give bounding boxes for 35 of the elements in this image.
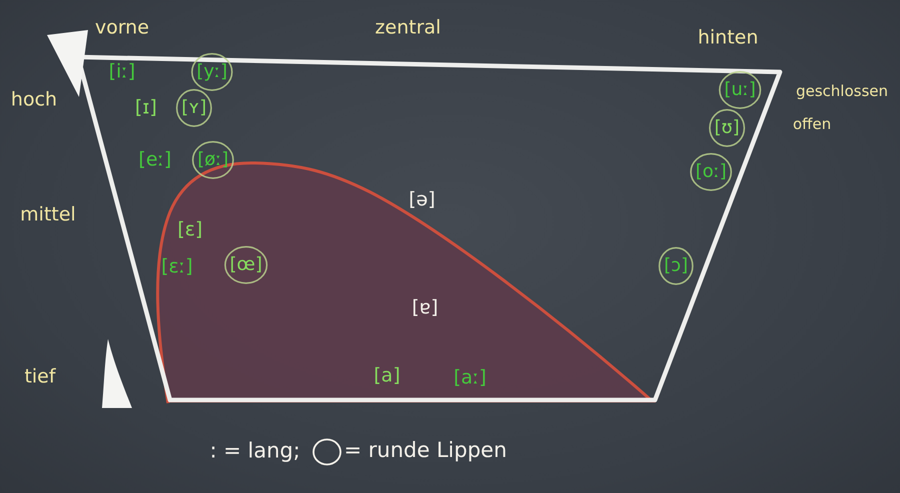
- vowel-symbol: [aː]: [454, 368, 486, 388]
- axis-label: zentral: [375, 18, 441, 38]
- legend-text: : = lang;: [210, 439, 300, 463]
- axis-label: vorne: [94, 18, 150, 38]
- vowel-symbol: [ʏ]: [181, 98, 207, 118]
- vowel-symbol: [oː]: [695, 162, 727, 182]
- rounded-vowel-circle: [192, 53, 232, 91]
- axis-label: hoch: [10, 90, 58, 110]
- axis-label: offen: [792, 116, 832, 132]
- vowel-symbol: [ɪ]: [135, 98, 157, 118]
- rounded-vowel-circle: [176, 89, 212, 127]
- vowel-symbol: [øː]: [197, 150, 229, 170]
- rounded-vowel-circle: [659, 247, 693, 285]
- rounded-vowel-circle: [709, 109, 745, 147]
- vowel-symbol: [ʊ]: [714, 118, 740, 138]
- vowel-symbol: [ɛ]: [177, 220, 203, 240]
- vowel-symbol: [iː]: [108, 62, 136, 82]
- axis-label: mittel: [20, 204, 76, 226]
- legend-text: = runde Lippen: [344, 439, 507, 462]
- rounded-vowel-circle: [690, 153, 732, 191]
- axis-label: geschlossen: [796, 82, 888, 100]
- vowel-symbol: [ɛː]: [161, 256, 193, 278]
- vowel-symbol: [a]: [374, 366, 400, 386]
- vowel-symbol: [uː]: [724, 80, 756, 100]
- vowel-symbol: [eː]: [138, 150, 172, 170]
- vowel-symbol: [ɐ]: [412, 298, 438, 318]
- vowel-symbol: [yː]: [196, 62, 228, 82]
- rounded-vowel-circle: [192, 141, 234, 179]
- axis-label: hinten: [698, 28, 758, 48]
- rounded-vowel-circle: [224, 246, 268, 284]
- vowel-symbol: [œ]: [230, 255, 262, 275]
- axis-label: tief: [24, 366, 56, 388]
- rounded-vowel-circle: [719, 71, 761, 109]
- vowel-symbol: [ɔ]: [664, 256, 688, 276]
- vowel-symbol: [ə]: [408, 190, 436, 210]
